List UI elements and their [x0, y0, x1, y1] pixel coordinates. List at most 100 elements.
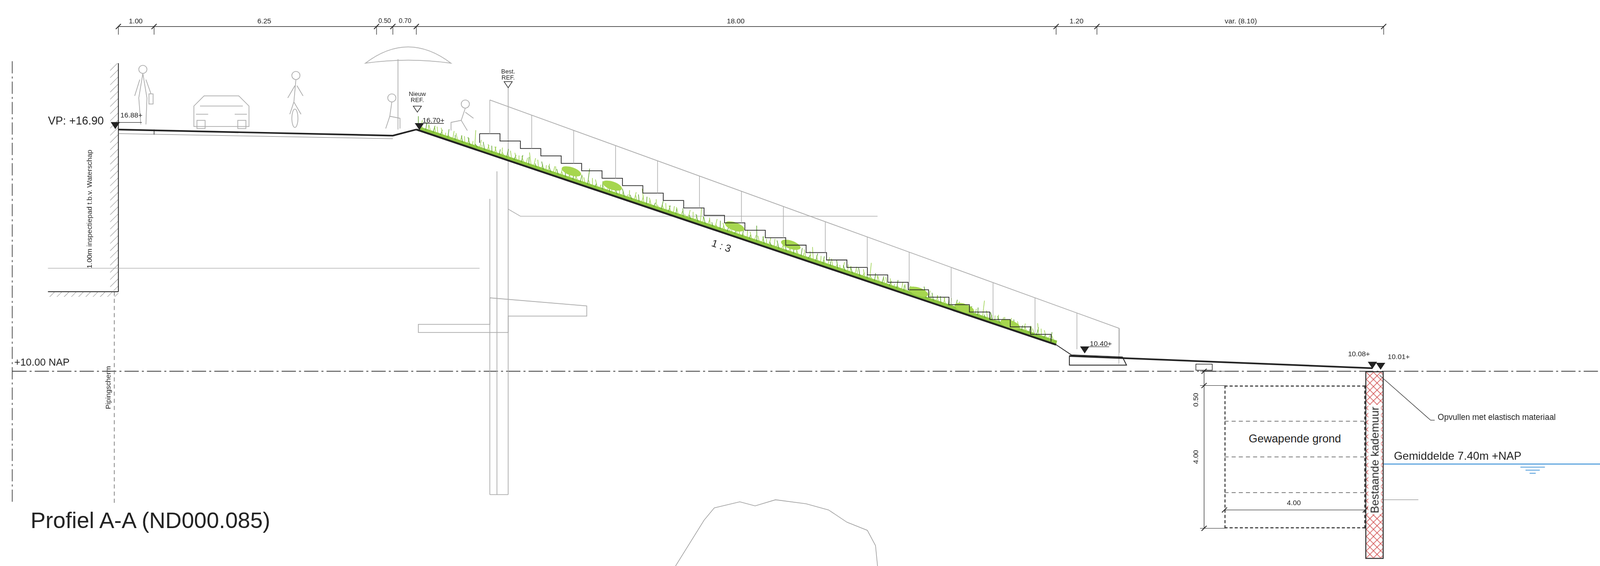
sheet-pile-line: [507, 87, 509, 495]
dimension-extension: [392, 26, 393, 35]
wall-hatch: [1366, 372, 1383, 558]
level-marker: [413, 106, 422, 113]
grass-tuft: [461, 135, 463, 143]
slope-surface: [416, 129, 1057, 346]
railing-post: [992, 282, 994, 320]
grass-tuft: [816, 255, 819, 262]
grass-tuft: [434, 126, 436, 134]
box-label: Gewapende grond: [1247, 432, 1343, 445]
water-line: [1383, 463, 1600, 465]
annotation-label: VP: +16.90: [47, 114, 104, 127]
grass-tuft: [452, 131, 455, 140]
car-wheel: [196, 120, 205, 129]
dimension-label: Opvullen met elastisch materiaal: [1437, 414, 1556, 423]
level-marker: [111, 122, 119, 129]
grass-tuft: [629, 190, 630, 199]
grass-tuft: [978, 311, 981, 317]
grass-tuft: [803, 253, 805, 258]
grass-tuft: [757, 236, 760, 243]
bicycle-wheel: [291, 109, 298, 128]
grass-tuft: [850, 266, 853, 274]
wall-hatch: [47, 291, 119, 297]
grass-tuft: [808, 254, 811, 259]
grass-tuft: [495, 146, 497, 155]
grass-tuft: [684, 214, 686, 218]
road-base-line: [118, 133, 393, 139]
dimension-tick: [373, 23, 379, 30]
grass-tuft: [491, 145, 493, 153]
level-marker: [1368, 362, 1377, 369]
grass-tuft: [894, 283, 896, 288]
grass-tuft: [472, 140, 473, 146]
railing-post: [573, 130, 574, 164]
grass-tuft: [526, 157, 528, 164]
grass-tuft: [653, 202, 656, 207]
reinforced-soil-box: Gewapende grond: [1224, 385, 1366, 529]
water-symbol: [1525, 470, 1541, 472]
dimension-extension: [118, 26, 119, 35]
railing-post: [1118, 328, 1120, 353]
dimension-extension: [1055, 26, 1057, 35]
grass-tuft: [877, 275, 878, 282]
grass-tuft: [437, 126, 438, 135]
grass-tuft: [456, 133, 458, 141]
grass-tuft: [514, 152, 517, 161]
railing-post: [657, 161, 658, 194]
grass-tuft: [756, 225, 758, 242]
grass-tuft: [847, 264, 849, 272]
grass-tuft: [626, 194, 629, 198]
grass-tuft: [464, 136, 466, 144]
level-marker: [503, 81, 512, 88]
grass-tuft: [682, 208, 684, 217]
grass-tuft: [885, 277, 887, 285]
grass-tuft: [508, 154, 510, 158]
annotation-label: Pipingscherm: [104, 366, 113, 410]
railing-post: [783, 206, 784, 238]
drain-element: [1195, 364, 1213, 371]
foundation-outline: [418, 297, 587, 333]
grass-tuft: [541, 161, 544, 170]
grass-tuft: [548, 165, 551, 173]
grass-tuft: [444, 133, 446, 137]
grass-tuft: [823, 258, 826, 265]
shrub-patch: [601, 178, 624, 193]
railing-post: [1076, 313, 1078, 350]
dimension-line: [118, 26, 1384, 27]
grass-tuft: [502, 152, 504, 157]
grass-tuft: [635, 195, 637, 201]
wall-hatch: [110, 63, 119, 291]
drawing-title: Profiel A-A (ND000.085): [30, 509, 270, 534]
grass-tuft: [646, 196, 647, 205]
layer-line: [1224, 421, 1366, 422]
grass-tuft: [984, 314, 986, 319]
dimension-tick: [1094, 23, 1100, 30]
grass-tuft: [828, 257, 830, 266]
annotation-label: 10.01+: [1387, 353, 1410, 362]
grass-tuft: [673, 206, 675, 214]
shrub-patch: [560, 164, 583, 179]
grass-tuft: [562, 171, 564, 177]
railing-post: [489, 99, 490, 134]
grass-tuft: [951, 303, 954, 308]
dimension-extension: [376, 26, 377, 35]
grass-tuft: [866, 274, 868, 279]
grass-tuft: [766, 238, 768, 245]
dimension-label: 1.00: [128, 17, 143, 26]
layer-line: [1224, 492, 1366, 494]
grass-tuft: [977, 307, 978, 316]
grass-tuft: [1051, 335, 1054, 342]
grass-tuft: [1048, 335, 1050, 340]
car-wheel: [237, 120, 246, 129]
grass-tuft: [441, 127, 444, 136]
grass-tuft: [722, 222, 725, 231]
grass-tuft: [812, 247, 814, 261]
grass-tuft: [676, 207, 679, 215]
grass-tuft: [1037, 323, 1039, 336]
grass-tuft: [1032, 328, 1035, 335]
annotation-label: 1.00m inspectiepad t.b.v. Waterschap: [85, 149, 94, 269]
grass-tuft: [863, 269, 865, 278]
grass-tuft: [662, 205, 664, 210]
boulder-outline: [675, 499, 878, 566]
